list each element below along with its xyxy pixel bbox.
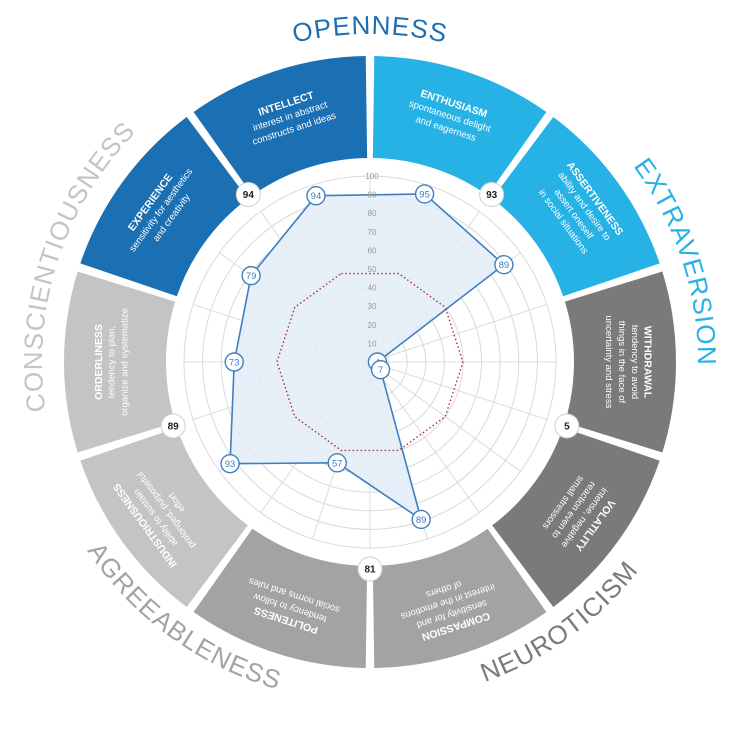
domain-score-extraversion: 93: [486, 190, 498, 201]
radial-tick-label: 40: [368, 284, 377, 293]
data-point-industriousness: [220, 453, 240, 474]
domain-score-badges: 94 93 5 81 89: [160, 182, 580, 582]
segment-withdrawal: [564, 271, 677, 453]
aspect-description-withdrawal: tendency to avoid: [629, 325, 640, 399]
segment-assertiveness: [492, 116, 660, 297]
data-label-experience: 79: [246, 271, 257, 282]
grid-spoke: [369, 304, 548, 363]
data-label-compassion: 89: [416, 515, 427, 526]
aspect-description-orderliness: tendency to plan,: [107, 326, 118, 398]
data-label-intellect: 94: [311, 191, 322, 202]
radial-tick-label: 20: [368, 321, 377, 330]
radial-tick-label: 90: [368, 191, 377, 200]
data-label-assertiveness: 89: [499, 260, 510, 271]
domain-score-neuroticism: 5: [564, 421, 570, 432]
data-point-experience: [241, 265, 261, 286]
segment-politeness: [193, 528, 368, 668]
domain-score-badge-neuroticism: [554, 413, 580, 439]
segment-compassion: [372, 528, 547, 668]
aspect-title-withdrawal: WITHDRAWAL: [642, 326, 654, 399]
segment-orderliness: [63, 271, 176, 453]
domain-score-badge-agreeableness: [357, 556, 383, 582]
segment-intellect: [193, 56, 368, 196]
data-point-enthusiasm: [414, 184, 435, 204]
data-label-volatility: 7: [378, 365, 383, 376]
domain-title-openness: OPENNESS: [290, 10, 451, 49]
segment-enthusiasm: [372, 56, 547, 196]
radial-tick-label: 100: [365, 172, 379, 181]
data-point-orderliness: [224, 352, 244, 372]
data-point-volatility: [370, 359, 391, 380]
segment-industriousness: [80, 427, 248, 608]
data-point-intellect: [306, 186, 326, 206]
data-label-industriousness: 93: [225, 459, 236, 470]
aspect-title-orderliness: ORDERLINESS: [93, 324, 105, 400]
aspect-segments: [63, 56, 677, 668]
data-label-politeness: 57: [332, 458, 343, 469]
data-point-compassion: [411, 509, 431, 530]
radial-tick-label: 50: [368, 265, 377, 274]
domain-score-agreeableness: 81: [364, 565, 376, 576]
grid-spoke: [369, 361, 521, 472]
segment-experience: [80, 116, 248, 297]
radial-tick-label: 70: [368, 228, 377, 237]
domain-score-conscientiousness: 89: [168, 421, 180, 432]
radial-tick-label: 80: [368, 209, 377, 218]
radar-plot-area: 0102030405060708090100949589478957937379: [168, 160, 572, 564]
domain-score-badge-extraversion: [479, 182, 505, 208]
radial-tick-label: 60: [368, 246, 377, 255]
data-label-orderliness: 73: [229, 358, 240, 369]
grid-spoke: [369, 361, 480, 513]
aspect-description-withdrawal: things in the face of: [616, 321, 627, 404]
grid-spoke: [369, 361, 548, 420]
radial-tick-label: 30: [368, 302, 377, 311]
segment-volatility: [492, 427, 660, 608]
domain-score-openness: 94: [243, 190, 255, 201]
aspect-description-withdrawal: uncertainty and stress: [603, 316, 614, 409]
data-point-politeness: [327, 453, 347, 473]
domain-score-badge-openness: [235, 182, 261, 208]
aspect-description-orderliness: organize and systematize: [120, 308, 131, 416]
data-label-enthusiasm: 95: [419, 189, 430, 200]
domain-score-badge-conscientiousness: [160, 413, 186, 439]
data-point-assertiveness: [494, 255, 514, 275]
radial-tick-label: 10: [368, 339, 377, 348]
